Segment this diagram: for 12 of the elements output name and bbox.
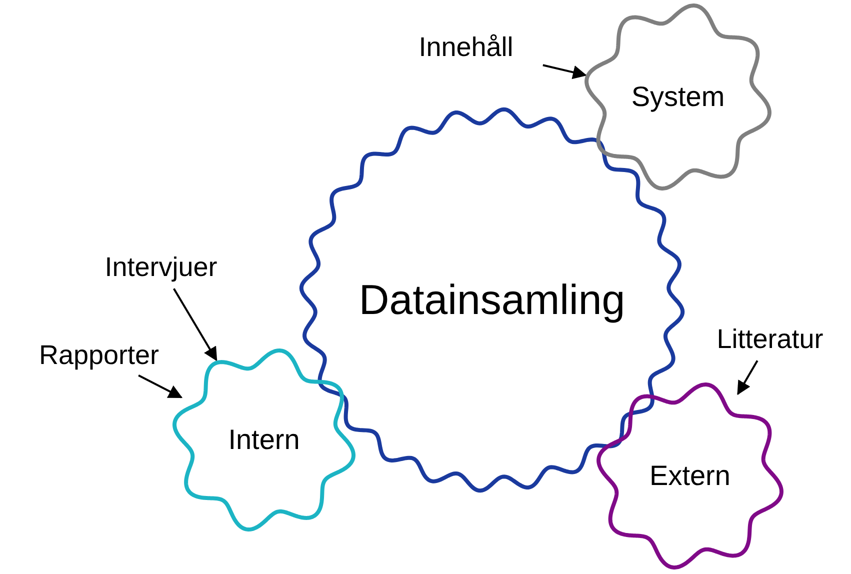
node-label: Datainsamling [358, 276, 626, 324]
node-label: Intern [228, 424, 300, 456]
arrow [737, 360, 758, 396]
callout-label: Intervjuer [104, 252, 218, 282]
arrow [138, 374, 183, 398]
arrow [542, 64, 587, 80]
node-label: System [631, 81, 725, 113]
callout-label: Litteratur [716, 324, 824, 354]
node-label: Extern [650, 460, 730, 492]
callout-label: Rapporter [38, 340, 160, 370]
callout-label: Innehåll [418, 32, 514, 62]
arrow [172, 288, 218, 362]
